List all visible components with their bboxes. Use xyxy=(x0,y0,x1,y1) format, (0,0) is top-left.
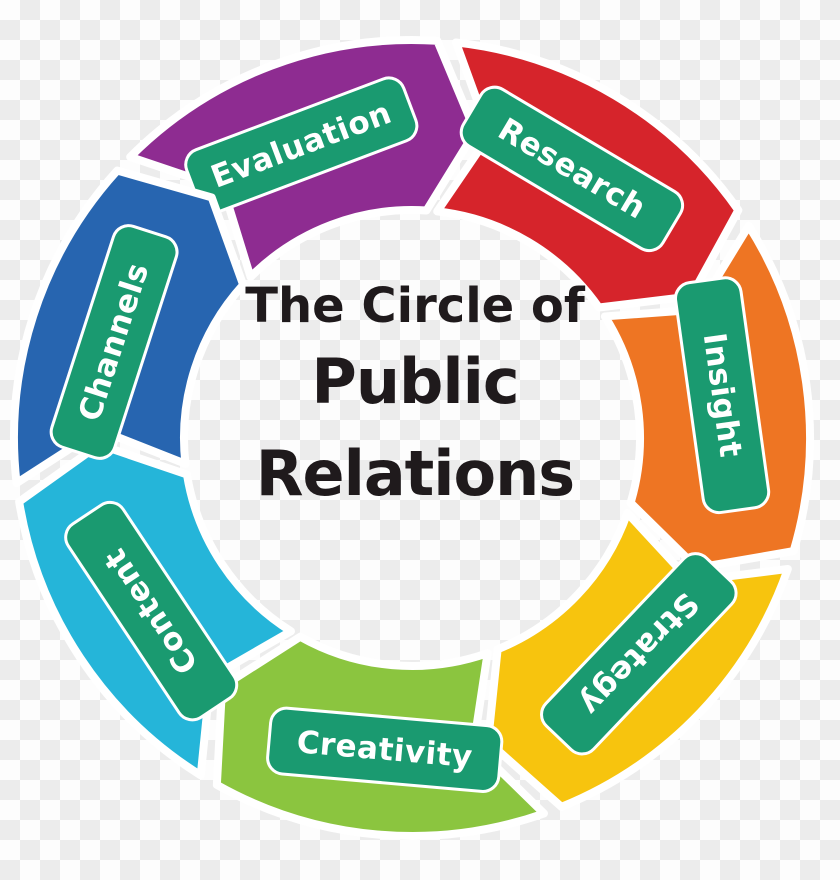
label-box-content xyxy=(64,500,239,722)
label-box-evaluation xyxy=(184,76,419,214)
label-insight: Insight xyxy=(674,276,771,515)
label-box-research xyxy=(459,85,685,253)
label-box-channels xyxy=(49,224,179,460)
label-box-insight xyxy=(674,276,771,515)
label-creativity: Creativity xyxy=(266,706,504,793)
label-box-strategy xyxy=(540,552,738,756)
label-box-creativity xyxy=(266,706,504,793)
